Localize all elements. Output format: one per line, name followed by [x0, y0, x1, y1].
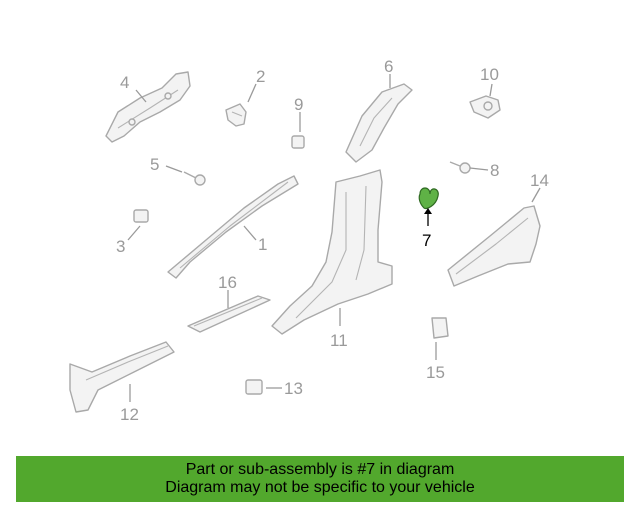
leader-lines: [127, 74, 541, 402]
callout-1: 1: [258, 235, 267, 254]
callout-14: 14: [530, 171, 549, 190]
part-15-clip: [431, 317, 449, 339]
callout-11: 11: [330, 331, 348, 350]
callout-3: 3: [116, 237, 125, 256]
part-1-garnish: [167, 175, 299, 279]
part-8-screw: [449, 161, 471, 174]
callout-10: 10: [480, 65, 499, 84]
part-10-clip: [469, 95, 501, 119]
callout-4: 4: [120, 73, 129, 92]
part-9-clip: [291, 135, 305, 149]
callout-9: 9: [294, 95, 303, 114]
part-3-clip: [133, 209, 149, 223]
callout-8: 8: [490, 161, 499, 180]
info-banner: Part or sub-assembly is #7 in diagram Di…: [16, 456, 624, 502]
banner-line-1: Part or sub-assembly is #7 in diagram: [185, 461, 455, 478]
part-16-sill-strip: [187, 295, 271, 333]
part-11-center-pillar: [271, 169, 393, 335]
part-6-upper-pillar: [345, 83, 413, 163]
callout-15: 15: [426, 363, 445, 382]
callout-6: 6: [384, 57, 393, 76]
banner-line-2: Diagram may not be specific to your vehi…: [165, 479, 475, 496]
callout-12: 12: [120, 405, 139, 424]
callout-2: 2: [256, 67, 265, 86]
part-14-quarter-trim: [447, 205, 541, 287]
parts-diagram: 1 2 3 4 5 6 7 8 9 10 11 12 13 14 15 16: [69, 57, 549, 424]
part-5-screw: [183, 171, 206, 186]
part-4-bracket: [105, 71, 191, 143]
part-7-clip-highlighted: [418, 187, 439, 210]
part-13-clip: [245, 379, 263, 395]
callout-5: 5: [150, 155, 159, 174]
part-2-clip: [225, 103, 247, 127]
callout-16: 16: [218, 273, 237, 292]
callout-7: 7: [422, 231, 431, 250]
callout-13: 13: [284, 379, 303, 398]
part-12-sill-panel: [69, 341, 175, 413]
